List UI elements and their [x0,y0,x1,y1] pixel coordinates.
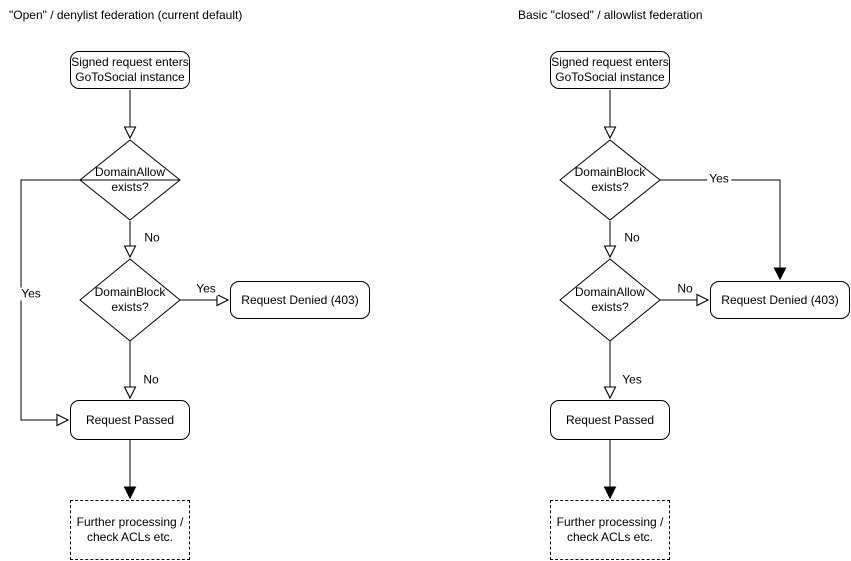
node-decision-domainblock-right: DomainBlock exists? [574,165,646,194]
diagram-title-right: Basic "closed" / allowlist federation [518,8,703,22]
node-further-processing-left: Further processing / check ACLs etc. [70,500,190,560]
edge-label-yes-decision1-left: Yes [19,286,43,301]
node-start-left: Signed request enters GoToSocial instanc… [70,51,190,89]
edge-label-no-decision2-left: No [141,372,161,387]
edge-label-no-decision2-right: No [675,281,695,296]
edge-label-no-decision1-right: No [622,230,642,245]
node-request-passed-left: Request Passed [70,400,190,440]
edge-label-no-decision1-left: No [142,230,162,245]
diagram-title-left: "Open" / denylist federation (current de… [9,8,243,22]
node-further-processing-right: Further processing / check ACLs etc. [550,500,670,560]
node-decision-domainallow-left: DomainAllow exists? [94,165,166,194]
edge-label-yes-decision2-left: Yes [194,281,218,296]
node-decision-domainallow-right: DomainAllow exists? [574,285,646,314]
node-request-denied-right: Request Denied (403) [710,281,850,319]
node-request-denied-left: Request Denied (403) [230,281,370,319]
edge-decision1-yes-to-denied-right [660,179,787,281]
decision-diamond-domainblock-right [559,139,661,221]
node-start-right: Signed request enters GoToSocial instanc… [550,51,670,89]
edge-label-yes-decision2-right: Yes [620,372,644,387]
node-decision-domainblock-left: DomainBlock exists? [94,285,166,314]
node-request-passed-right: Request Passed [550,400,670,440]
edge-label-yes-decision1-right: Yes [707,171,731,186]
